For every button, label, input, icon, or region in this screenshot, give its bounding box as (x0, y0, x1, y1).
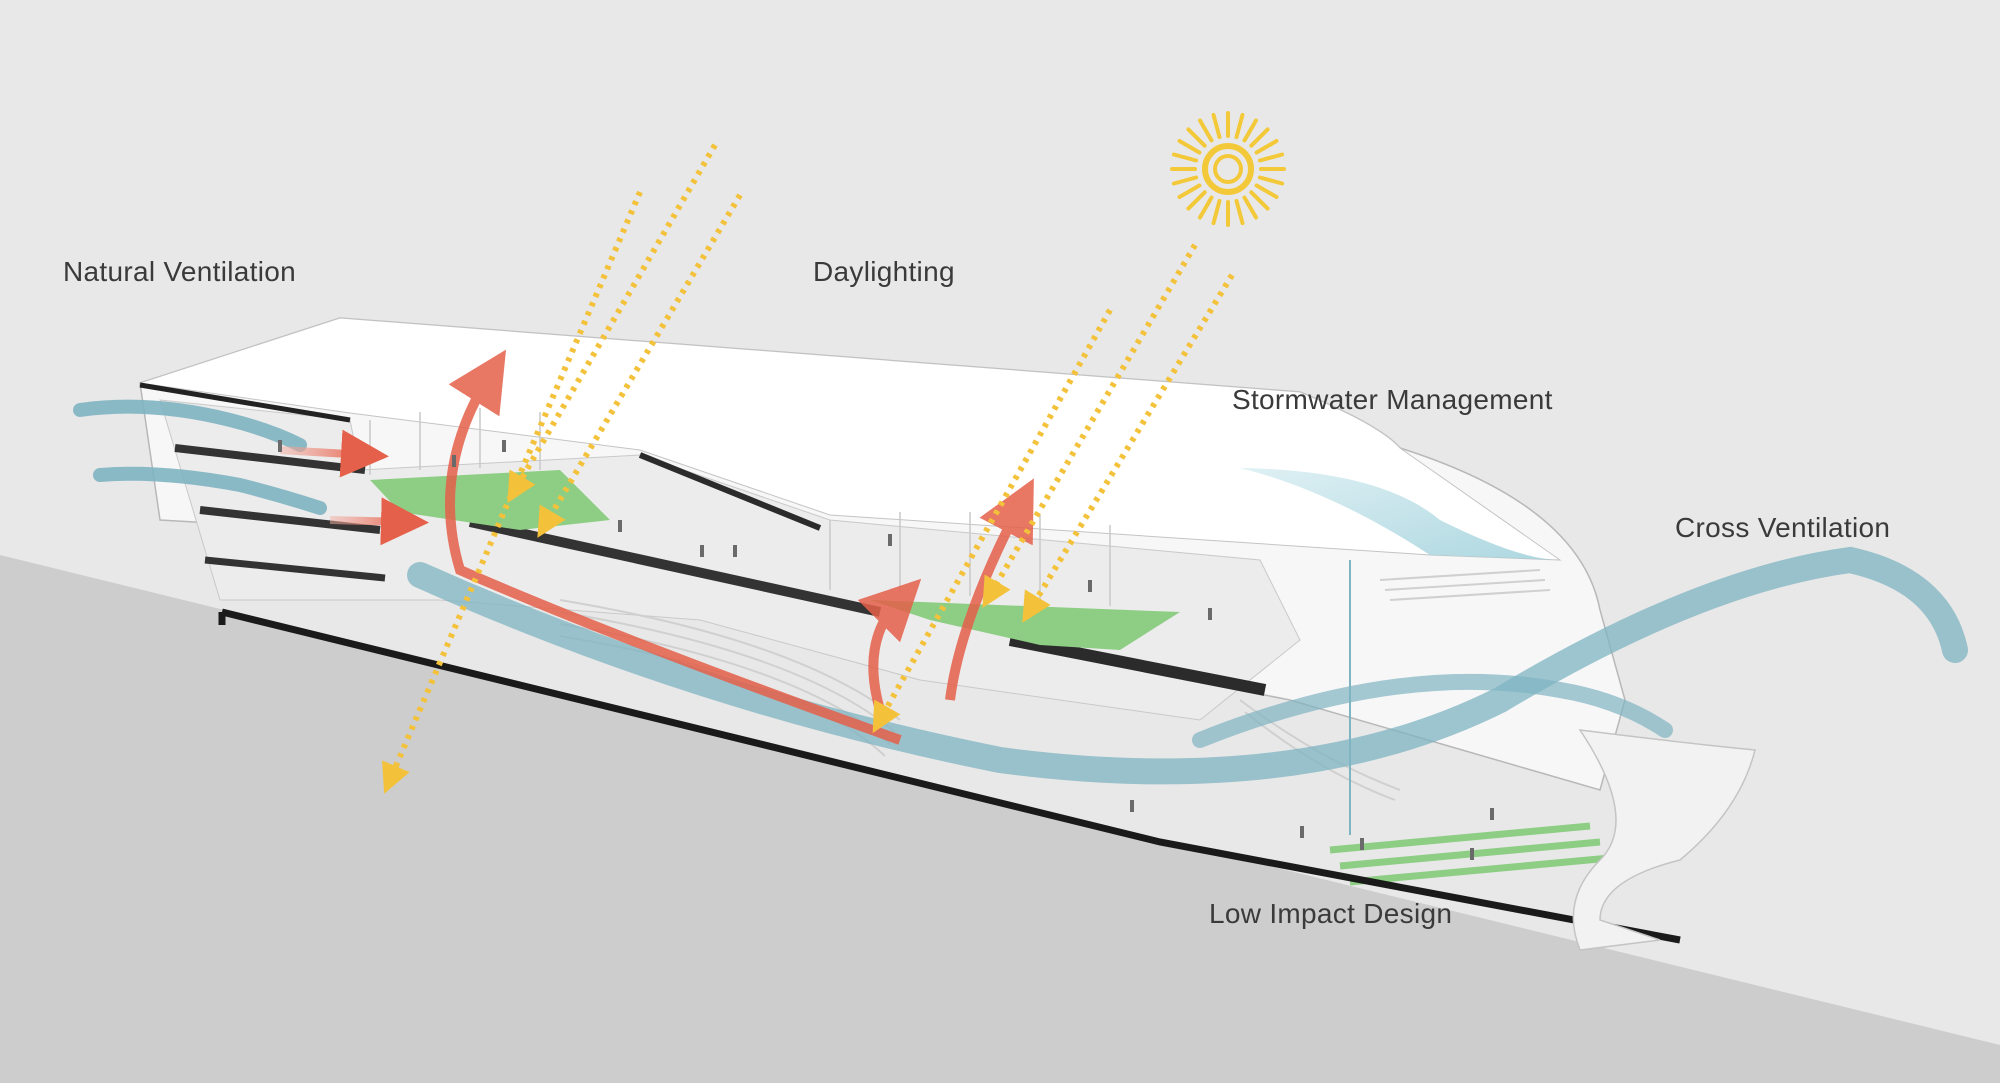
sun-ray (1198, 118, 1214, 143)
sun-ray (1249, 127, 1270, 148)
cross-ventilation-flow (407, 546, 1968, 785)
ground-slope (0, 555, 2000, 1083)
label-stormwater-management: Stormwater Management (1232, 384, 1553, 415)
cross-ventilation-flow-secondary (1192, 673, 1673, 748)
daylight-rays (382, 143, 1235, 794)
label-cross-ventilation: Cross Ventilation (1675, 512, 1891, 543)
warm-air-riser-3 (945, 478, 1034, 701)
sun-ray (1177, 139, 1202, 155)
cool-air-flow-upper (73, 399, 307, 452)
green-roof-2 (870, 600, 1180, 650)
sun-ray (1211, 198, 1222, 226)
sun-ray (1177, 183, 1202, 199)
section-cut-line (221, 608, 1681, 944)
sun-ray (1186, 190, 1207, 211)
sun-ray (1171, 175, 1199, 186)
warm-air-flow-2 (329, 497, 429, 546)
sun-ray (1249, 190, 1270, 211)
sun-ray (1234, 112, 1245, 140)
warm-air-riser-1 (445, 349, 902, 745)
label-daylighting: Daylighting (813, 256, 955, 287)
glass-atrium (1240, 468, 1560, 560)
sun-ray (1242, 195, 1258, 220)
sun-ray (1242, 118, 1258, 143)
sun-ray (1186, 127, 1207, 148)
cool-air-flow-lower (93, 466, 327, 515)
sun-ray (1257, 175, 1285, 186)
sun-ray (1254, 183, 1279, 199)
sun-ray (1211, 112, 1222, 140)
sun-ray (1257, 152, 1285, 163)
sun-ray (1198, 195, 1214, 220)
sun-ray (1171, 152, 1199, 163)
sun-ray (1254, 139, 1279, 155)
warm-air-riser-2 (857, 578, 922, 712)
label-low-impact-design: Low Impact Design (1209, 898, 1453, 929)
warm-air-flow-1 (279, 429, 389, 478)
sun-ray (1234, 198, 1245, 226)
people-figures (278, 440, 1494, 860)
label-natural-ventilation: Natural Ventilation (63, 256, 296, 287)
sun-icon (1170, 111, 1286, 227)
